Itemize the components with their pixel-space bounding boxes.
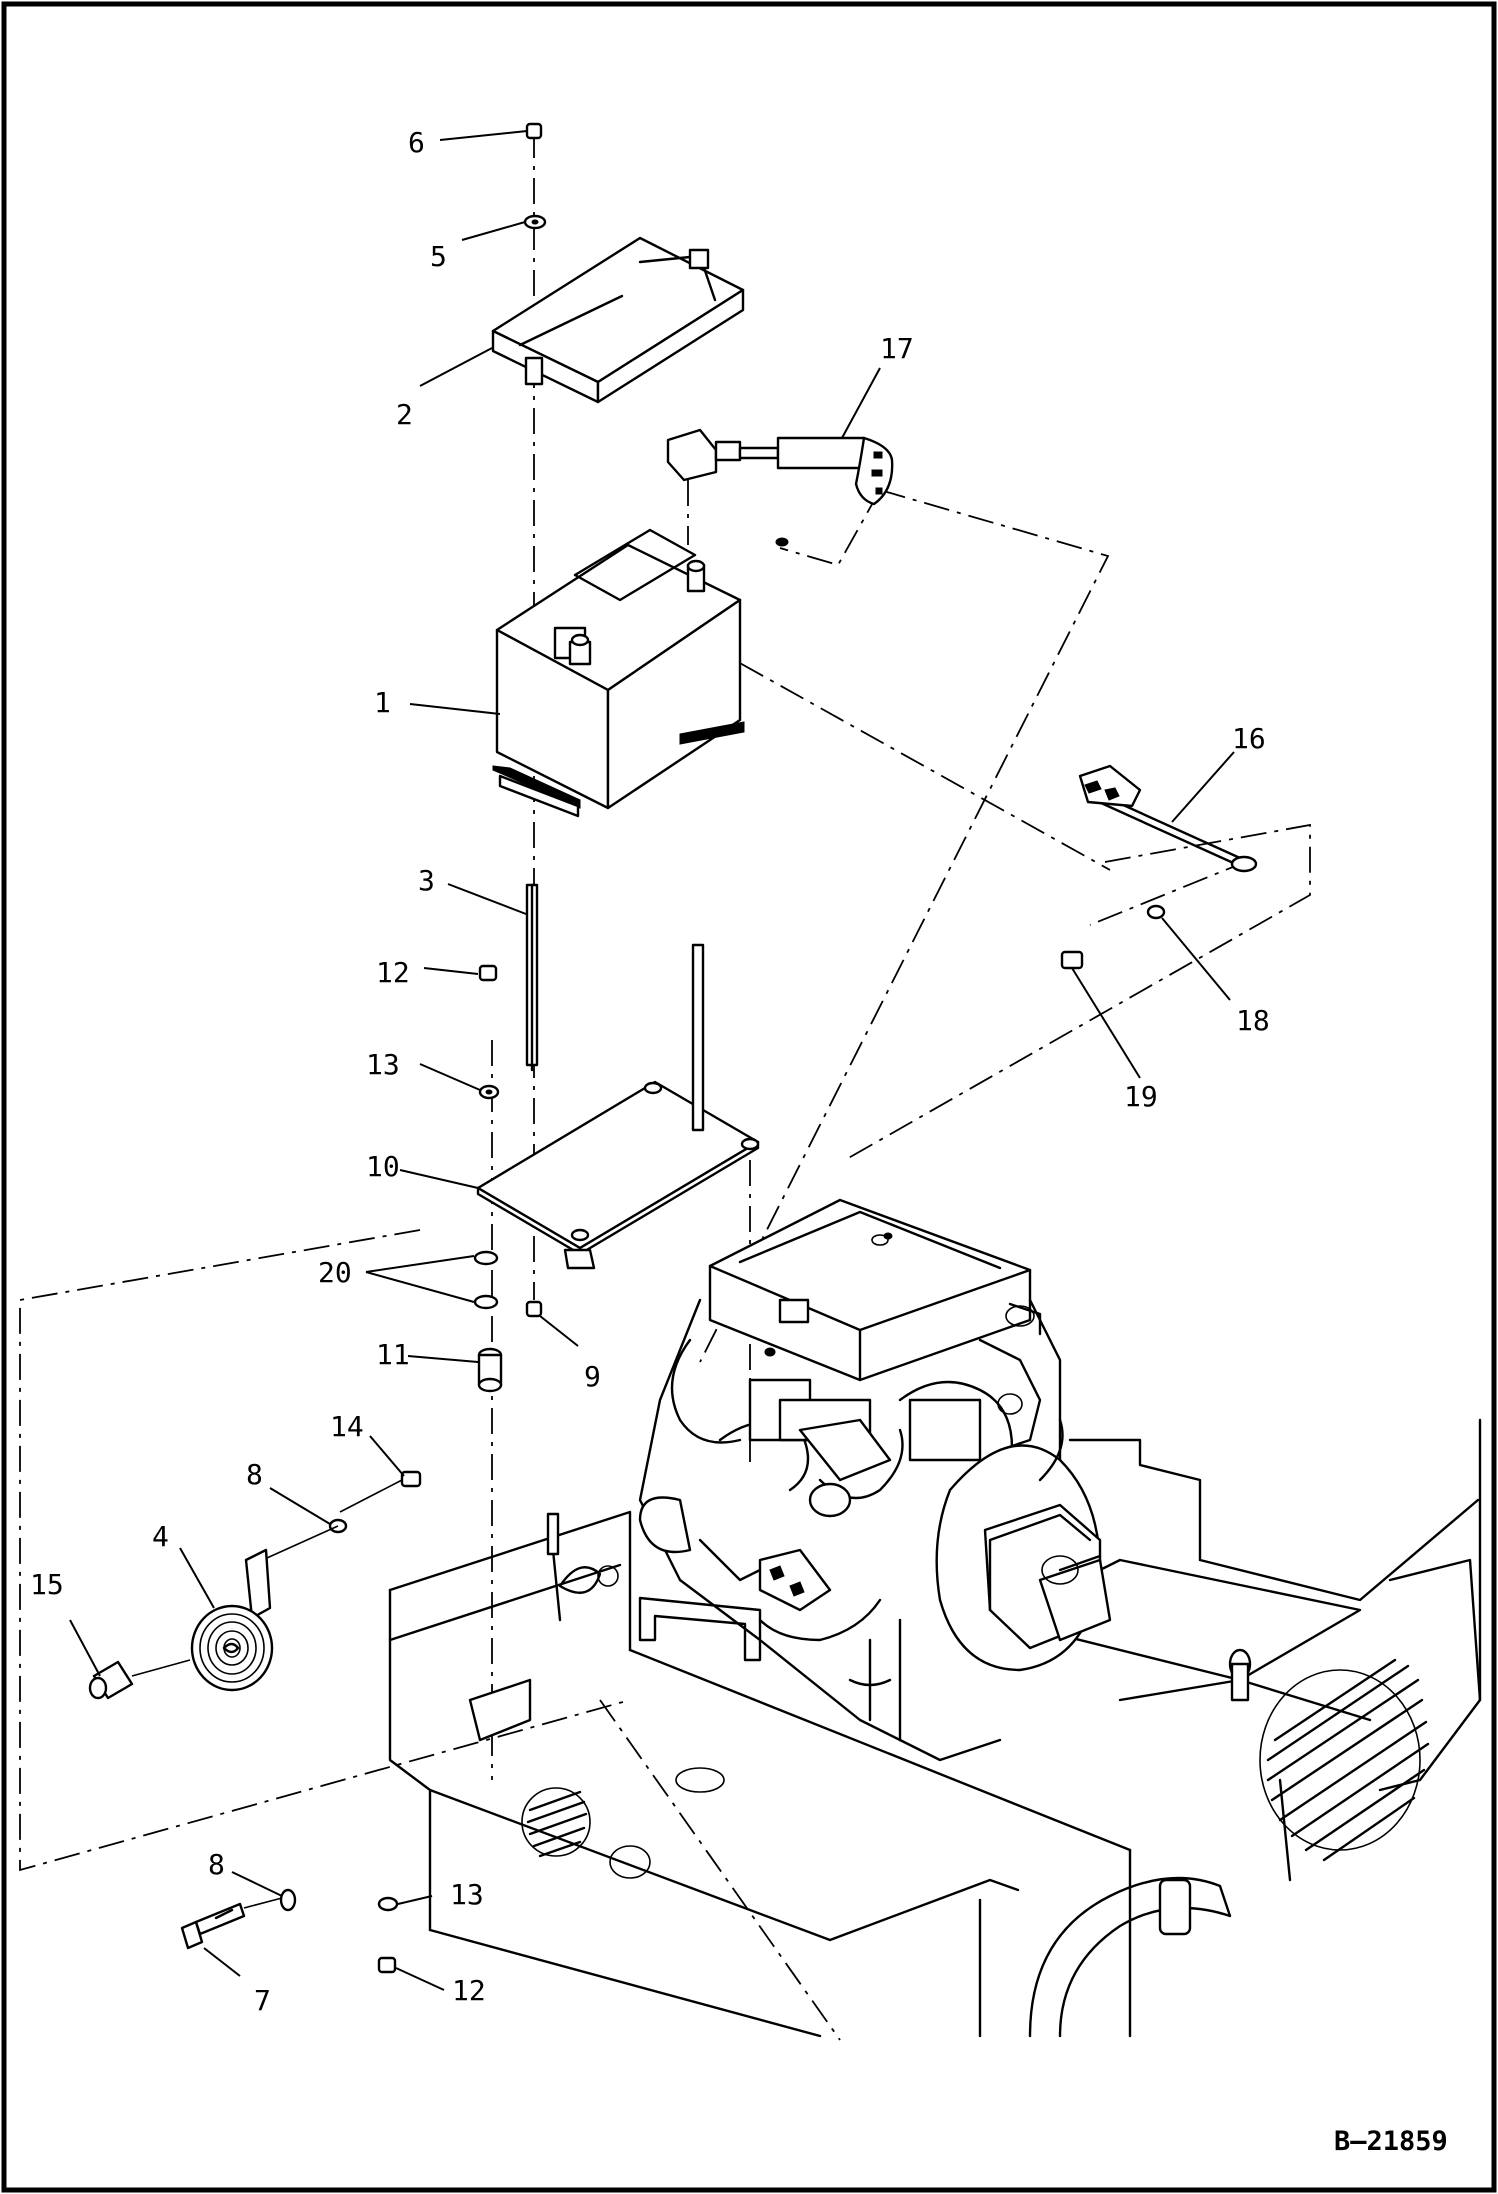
part-8-washer-lower: [279, 1888, 297, 1912]
callout-10: 10: [366, 1150, 400, 1183]
callout-8a: 8: [246, 1458, 263, 1491]
callout-17: 17: [880, 332, 914, 365]
assembly-centerlines: [19, 132, 1311, 2041]
part-14-bolt: [339, 1470, 422, 1513]
callout-1: 1: [374, 686, 391, 719]
part-13-lockwasher-lower: [377, 1896, 399, 1912]
callout-12b: 12: [452, 1974, 486, 2007]
engine: [638, 1198, 1112, 1762]
callout-labels: 6 5 2 17 1 16 3 12 18 13 19 10 20 11 9 1…: [30, 126, 1270, 2017]
part-17-cable-connector: [666, 428, 894, 547]
grille-right: [1266, 1658, 1430, 1862]
callout-15: 15: [30, 1568, 64, 1601]
part-2-hold-down-bracket: [491, 236, 745, 404]
part-10-battery-tray: [476, 943, 760, 1270]
part-19-bolt: [1060, 950, 1084, 970]
drawing-id: B–21859: [1334, 2126, 1448, 2157]
part-16-battery-cable: [1078, 764, 1258, 873]
callout-20: 20: [318, 1256, 352, 1289]
callout-2: 2: [396, 398, 413, 431]
part-9-nut: [525, 1300, 543, 1318]
callout-3: 3: [418, 864, 435, 897]
part-7-bolt: [180, 1897, 283, 1950]
part-13-lockwasher-upper: [478, 1084, 500, 1100]
callout-6: 6: [408, 126, 425, 159]
callout-14: 14: [330, 1410, 364, 1443]
callout-19: 19: [1124, 1080, 1158, 1113]
callout-9: 9: [584, 1360, 601, 1393]
callout-4: 4: [152, 1520, 169, 1553]
callout-7: 7: [254, 1984, 271, 2017]
callout-13b: 13: [450, 1878, 484, 1911]
callout-13a: 13: [366, 1048, 400, 1081]
part-20-washers: [473, 1250, 499, 1310]
part-15-spacer: [88, 1659, 191, 1700]
part-1-battery: [492, 528, 745, 818]
grille-left: [526, 1790, 588, 1858]
callout-12a: 12: [376, 956, 410, 989]
callout-11: 11: [376, 1338, 410, 1371]
leader-lines: [69, 130, 1235, 1991]
part-11-spacer: [477, 1347, 503, 1393]
callout-5: 5: [430, 240, 447, 273]
part-12-nut-upper: [478, 964, 498, 982]
callout-8b: 8: [208, 1848, 225, 1881]
part-12-nut-lower: [377, 1956, 397, 1974]
machine-frame: [388, 1418, 1482, 2038]
part-6-nut: [525, 122, 543, 140]
callout-16: 16: [1232, 722, 1266, 755]
part-3-rod: [525, 883, 539, 1072]
part-18-washer: [1146, 904, 1166, 920]
callout-18: 18: [1236, 1004, 1270, 1037]
part-4-horn: [190, 1525, 339, 1692]
part-5-washer: [523, 214, 547, 230]
